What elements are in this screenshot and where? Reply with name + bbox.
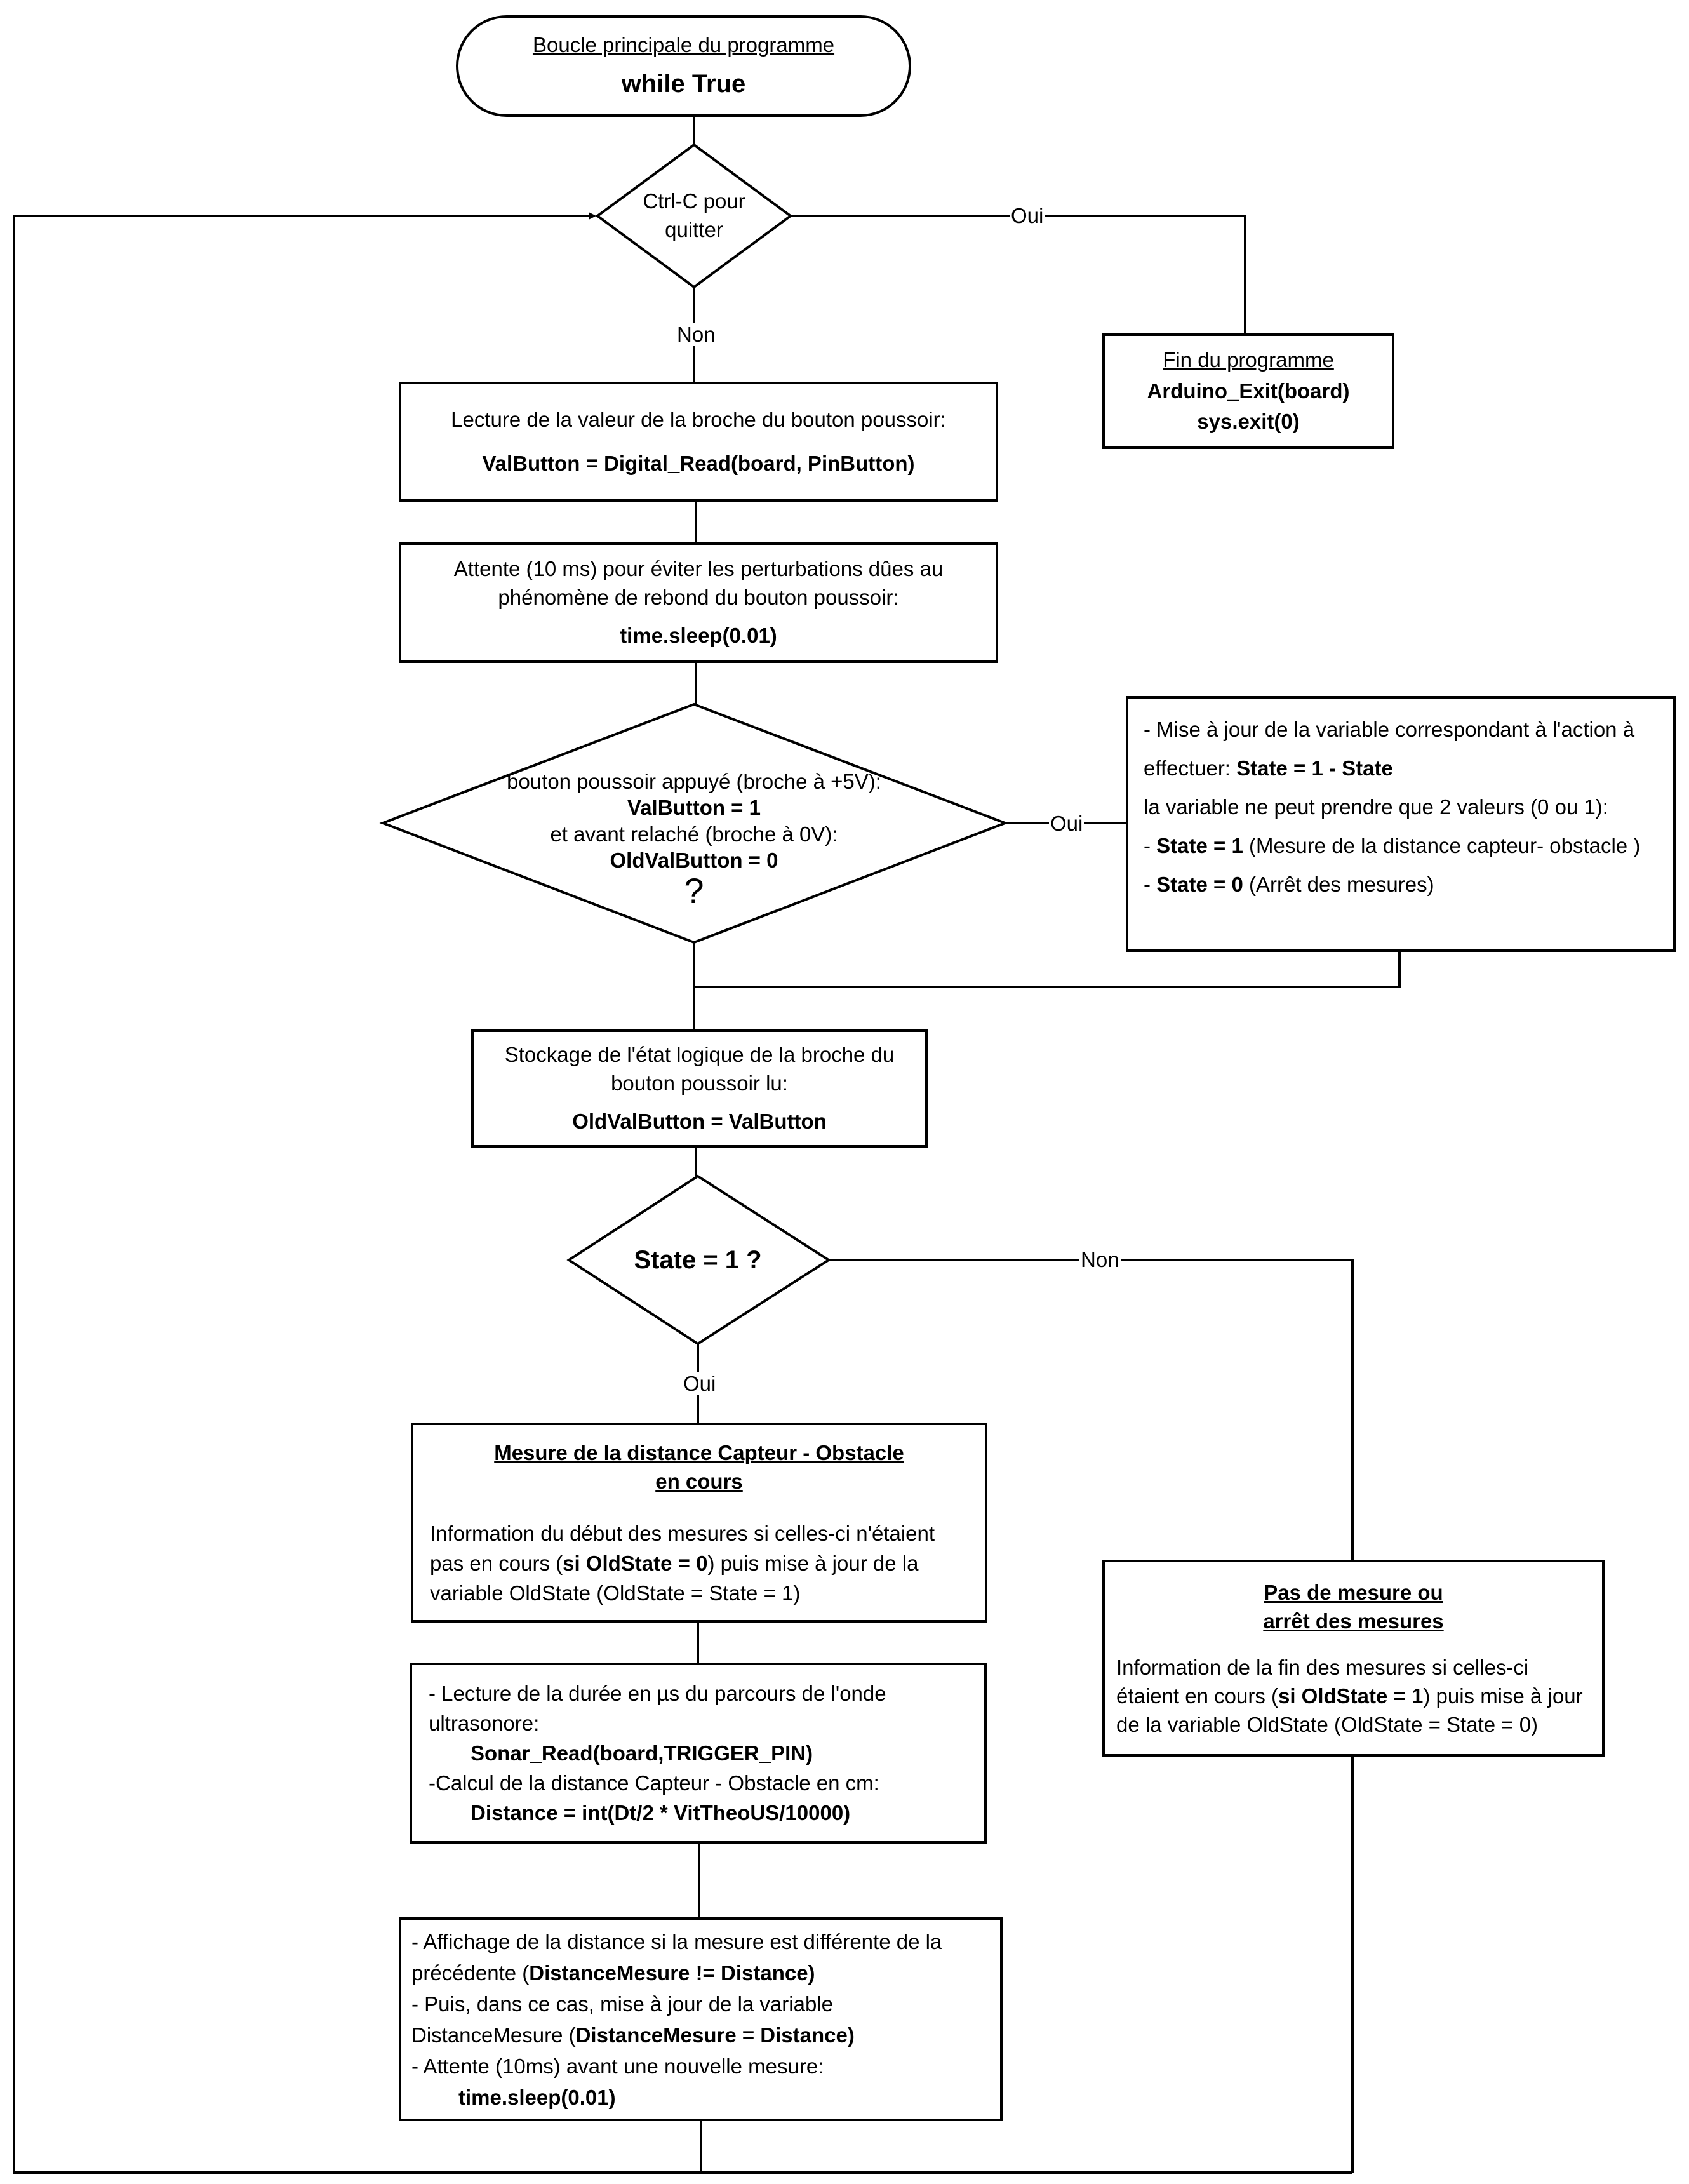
update-line4-dash: - — [1144, 834, 1157, 857]
quit-yes-label: Oui — [1010, 204, 1045, 227]
update-line3: la variable ne peut prendre que 2 valeur… — [1144, 795, 1608, 819]
measure-line2-b: si OldState = 0 — [563, 1551, 708, 1576]
measure-line2-a: pas en cours ( — [430, 1551, 563, 1576]
end-exit-arduino: Arduino_Exit(board) — [1147, 379, 1350, 403]
store-state-box: Stockage de l'état logique de la broche … — [471, 1029, 928, 1148]
quit-no-label: Non — [676, 323, 717, 346]
measure-line2: pas en cours (si OldState = 0) puis mise… — [430, 1548, 968, 1578]
state-decision: State = 1 ? — [601, 1235, 795, 1285]
sonar-box: - Lecture de la durée en µs du parcours … — [410, 1663, 987, 1844]
debounce-wait-box: Attente (10 ms) pour éviter les perturba… — [399, 542, 998, 663]
press-line2: ValButton = 1 — [627, 796, 761, 820]
connector-loop-back — [13, 212, 1352, 2174]
press-line4: OldValButton = 0 — [610, 848, 778, 872]
press-yes-label: Oui — [1049, 812, 1085, 835]
nomeasure-title1: Pas de mesure ou — [1264, 1581, 1443, 1604]
end-sys-exit: sys.exit(0) — [1197, 410, 1300, 434]
state-yes-label: Oui — [682, 1372, 718, 1395]
state-no-label: Non — [1079, 1248, 1121, 1271]
measure-line2-c: ) puis mise à jour de la — [707, 1551, 919, 1576]
update-line5-text: (Arrêt des mesures) — [1243, 873, 1434, 896]
quit-decision-line1: Ctrl-C pour — [643, 189, 745, 213]
display-line2: précédente (DistanceMesure != Distance) — [411, 1957, 815, 1988]
sonar-line1: - Lecture de la durée en µs du parcours … — [429, 1682, 886, 1705]
connector-state-no — [829, 1259, 1354, 1560]
state-decision-text: State = 1 ? — [634, 1246, 762, 1274]
display-line2-b: DistanceMesure != Distance) — [529, 1960, 815, 1985]
quit-decision-line2: quitter — [665, 218, 723, 241]
press-line3: et avant relaché (broche à 0V): — [550, 822, 838, 846]
display-line2-a: précédente ( — [411, 1960, 530, 1985]
display-line4-a: DistanceMesure ( — [411, 2023, 576, 2047]
nomeasure-line3: de la variable OldState (OldState = Stat… — [1116, 1713, 1539, 1737]
read-code: ValButton = Digital_Read(board, PinButto… — [482, 451, 915, 475]
update-line2: effectuer: State = 1 - State — [1144, 749, 1393, 787]
update-state-box: - Mise à jour de la variable corresponda… — [1126, 696, 1676, 952]
start-title: Boucle principale du programme — [532, 32, 835, 57]
press-decision-shape — [379, 702, 1009, 944]
start-terminal: Boucle principale du programme while Tru… — [464, 23, 904, 109]
read-text: Lecture de la valeur de la broche du bou… — [451, 407, 946, 431]
sonar-line3: Sonar_Read(board,TRIGGER_PIN) — [471, 1741, 813, 1765]
nomeasure-body: Information de la fin des mesures si cel… — [1116, 1653, 1591, 1739]
update-line5-code: State = 0 — [1156, 873, 1243, 896]
press-question-mark: ? — [684, 871, 704, 911]
nomeasure-line2: étaient en cours (si OldState = 1) puis … — [1116, 1682, 1591, 1710]
display-line6: time.sleep(0.01) — [458, 2085, 616, 2109]
wait-code: time.sleep(0.01) — [620, 624, 777, 648]
measure-line1: Information du début des mesures si cell… — [430, 1522, 935, 1546]
update-line4: - State = 1 (Mesure de la distance capte… — [1144, 826, 1640, 865]
update-line4-text: (Mesure de la distance capteur- obstacle… — [1243, 834, 1641, 857]
press-line1: bouton poussoir appuyé (broche à +5V): — [507, 770, 881, 793]
measure-title2: en cours — [655, 1469, 743, 1493]
store-line2: bouton poussoir lu: — [611, 1071, 788, 1095]
nomeasure-line2-b: si OldState = 1 — [1278, 1684, 1424, 1708]
display-line5: - Attente (10ms) avant une nouvelle mesu… — [411, 2054, 824, 2078]
wait-line1: Attente (10 ms) pour éviter les perturba… — [453, 557, 944, 581]
no-measure-box: Pas de mesure ou arrêt des mesures Infor… — [1102, 1560, 1605, 1757]
measure-box: Mesure de la distance Capteur - Obstacle… — [411, 1423, 987, 1623]
store-code: OldValButton = ValButton — [572, 1109, 827, 1134]
sonar-line5: Distance = int(Dt/2 * VitTheoUS/10000) — [471, 1801, 851, 1825]
display-line3: - Puis, dans ce cas, mise à jour de la v… — [411, 1992, 833, 2016]
quit-decision-shape — [595, 143, 793, 289]
update-line5-dash: - — [1144, 873, 1157, 896]
nomeasure-title2: arrêt des mesures — [1263, 1609, 1444, 1633]
measure-line3: variable OldState (OldState = State = 1) — [430, 1581, 801, 1605]
start-terminal-shape — [456, 15, 911, 117]
update-line4-code: State = 1 — [1156, 834, 1243, 857]
press-decision: bouton poussoir appuyé (broche à +5V): V… — [478, 768, 910, 921]
end-program-box: Fin du programme Arduino_Exit(board) sys… — [1102, 333, 1394, 449]
measure-body: Information du début des mesures si cell… — [430, 1518, 968, 1608]
end-title: Fin du programme — [1163, 348, 1334, 372]
quit-decision: Ctrl-C pour quitter — [629, 178, 759, 254]
state-decision-shape — [566, 1174, 831, 1346]
connector-update-back — [694, 951, 1401, 988]
sonar-line2: ultrasonore: — [429, 1712, 540, 1735]
update-line2-code: State = 1 - State — [1236, 756, 1393, 780]
sonar-line4: -Calcul de la distance Capteur - Obstacl… — [429, 1771, 879, 1795]
display-line1: - Affichage de la distance si la mesure … — [411, 1929, 942, 1953]
update-line2-text: effectuer: — [1144, 756, 1237, 780]
store-line1: Stockage de l'état logique de la broche … — [504, 1043, 895, 1067]
connector-quit-yes — [791, 215, 1246, 333]
measure-title1: Mesure de la distance Capteur - Obstacle — [494, 1441, 904, 1464]
nomeasure-line2-c: ) puis mise à jour — [1423, 1684, 1583, 1708]
display-line4-b: DistanceMesure = Distance) — [575, 2023, 855, 2047]
display-line4: DistanceMesure (DistanceMesure = Distanc… — [411, 2020, 855, 2051]
read-button-box: Lecture de la valeur de la broche du bou… — [399, 382, 998, 502]
start-code: while True — [621, 70, 746, 98]
nomeasure-line1: Information de la fin des mesures si cel… — [1116, 1656, 1529, 1680]
nomeasure-line2-a: étaient en cours ( — [1116, 1684, 1278, 1708]
display-box: - Affichage de la distance si la mesure … — [399, 1917, 1003, 2121]
update-line1: - Mise à jour de la variable corresponda… — [1144, 718, 1635, 741]
wait-line2: phénomène de rebond du bouton poussoir: — [498, 585, 899, 609]
update-line5: - State = 0 (Arrêt des mesures) — [1144, 865, 1434, 904]
